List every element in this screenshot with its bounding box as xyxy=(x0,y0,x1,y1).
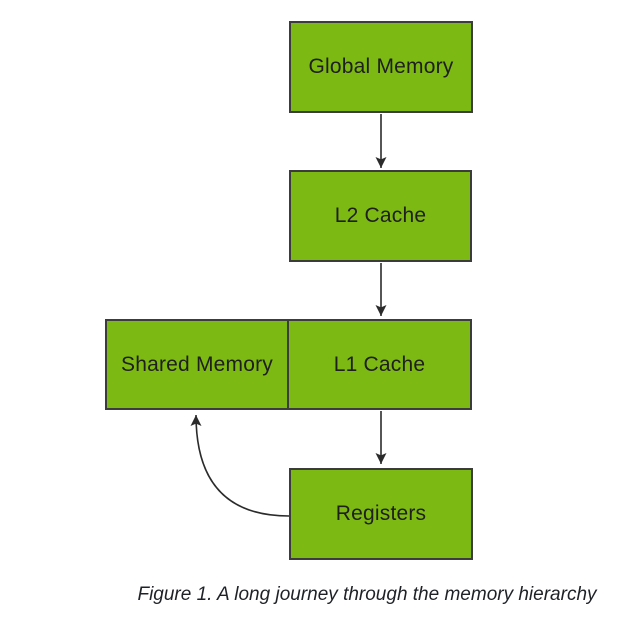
node-shared-memory-label: Shared Memory xyxy=(121,352,273,376)
node-shared-memory: Shared Memory xyxy=(105,319,289,410)
node-l1-cache-label: L1 Cache xyxy=(333,352,426,376)
node-registers: Registers xyxy=(289,468,473,560)
node-global-memory: Global Memory xyxy=(289,21,473,113)
figure-caption: Figure 1. A long journey through the mem… xyxy=(137,584,597,605)
node-global-memory-label: Global Memory xyxy=(308,55,454,78)
node-l1-cache: L1 Cache xyxy=(287,319,472,410)
node-l2-cache: L2 Cache xyxy=(289,170,472,262)
node-l2-cache-label: L2 Cache xyxy=(334,204,427,227)
edge-registers-to-shared xyxy=(190,414,290,517)
node-registers-label: Registers xyxy=(335,502,427,525)
